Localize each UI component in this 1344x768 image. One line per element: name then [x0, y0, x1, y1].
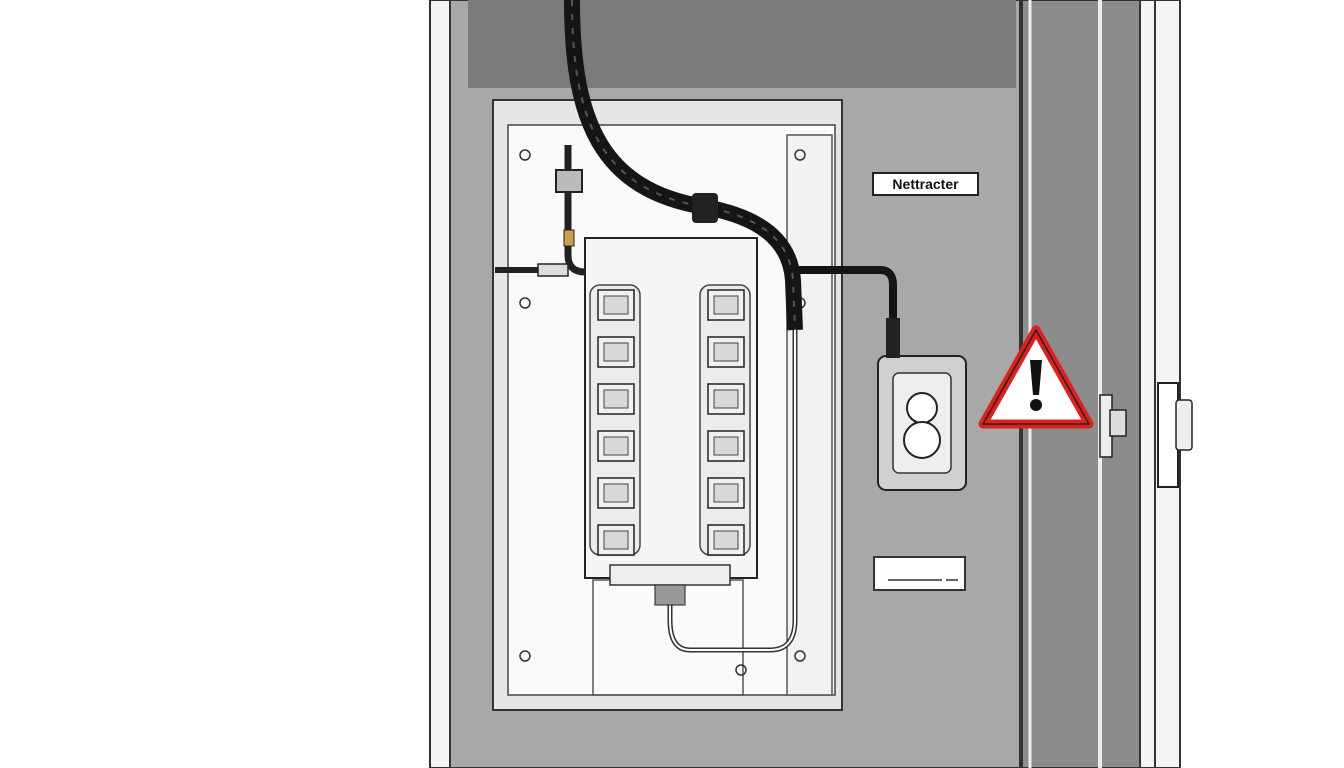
- door-handle[interactable]: [1157, 382, 1179, 488]
- breaker-toggle[interactable]: [713, 342, 739, 362]
- cabinet-top-shadow: [468, 0, 1016, 88]
- bus-bar: [609, 564, 731, 586]
- outlet-socket[interactable]: [906, 392, 938, 424]
- breaker-toggle[interactable]: [603, 389, 629, 409]
- brand-label: Nettracter: [872, 172, 979, 196]
- breaker-toggle[interactable]: [713, 530, 739, 550]
- breaker-toggle[interactable]: [603, 483, 629, 503]
- breaker-toggle[interactable]: [713, 436, 739, 456]
- breaker-toggle[interactable]: [603, 295, 629, 315]
- breaker-toggle[interactable]: [603, 342, 629, 362]
- pipe-fitting: [555, 169, 583, 193]
- cable-clamp: [692, 193, 718, 223]
- warning-triangle-icon: [978, 325, 1094, 429]
- breaker-toggle[interactable]: [603, 436, 629, 456]
- breaker-toggle[interactable]: [713, 389, 739, 409]
- outlet-cable: [795, 266, 897, 330]
- blank-label-plate: [873, 556, 966, 591]
- breaker-toggle[interactable]: [713, 295, 739, 315]
- breaker-toggle[interactable]: [713, 483, 739, 503]
- breaker-toggle[interactable]: [603, 530, 629, 550]
- outlet-plug[interactable]: [903, 421, 941, 459]
